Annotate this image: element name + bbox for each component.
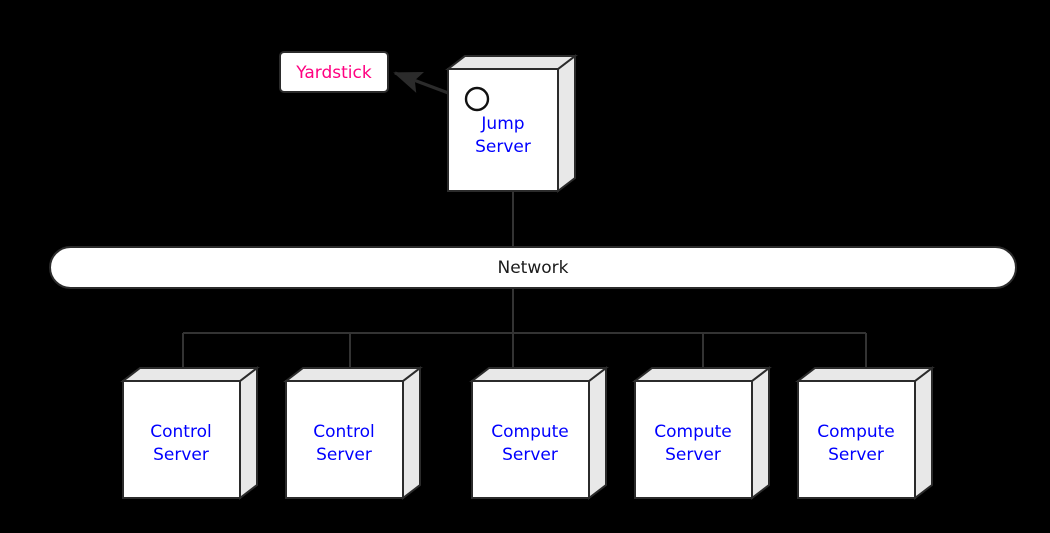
- server-label-line2: Server: [502, 445, 558, 465]
- server-label-line2: Server: [316, 445, 372, 465]
- jump-server-label-line1: Jump: [480, 114, 524, 134]
- node-compute-server-2[interactable]: Compute Server: [632, 365, 772, 501]
- node-control-server-1[interactable]: Control Server: [120, 365, 260, 501]
- server-label-line2: Server: [153, 445, 209, 465]
- server-label-line1: Control: [313, 422, 374, 442]
- node-compute-server-1[interactable]: Compute Server: [469, 365, 609, 501]
- node-compute-server-3[interactable]: Compute Server: [795, 365, 935, 501]
- node-network[interactable]: Network: [49, 246, 1017, 289]
- lollipop-circle-icon[interactable]: [464, 86, 490, 112]
- network-label: Network: [498, 258, 569, 278]
- node-jump-server[interactable]: Jump Server: [445, 53, 578, 194]
- server-label-line2: Server: [828, 445, 884, 465]
- server-label-line1: Compute: [817, 422, 895, 442]
- jump-server-label-line2: Server: [475, 137, 531, 157]
- node-control-server-2[interactable]: Control Server: [283, 365, 423, 501]
- connector-server-bus: [182, 332, 867, 381]
- server-label-line1: Compute: [491, 422, 569, 442]
- node-yardstick[interactable]: Yardstick: [279, 51, 389, 93]
- yardstick-label: Yardstick: [295, 63, 372, 83]
- server-label-line1: Compute: [654, 422, 732, 442]
- server-label-line1: Control: [150, 422, 211, 442]
- server-label-line2: Server: [665, 445, 721, 465]
